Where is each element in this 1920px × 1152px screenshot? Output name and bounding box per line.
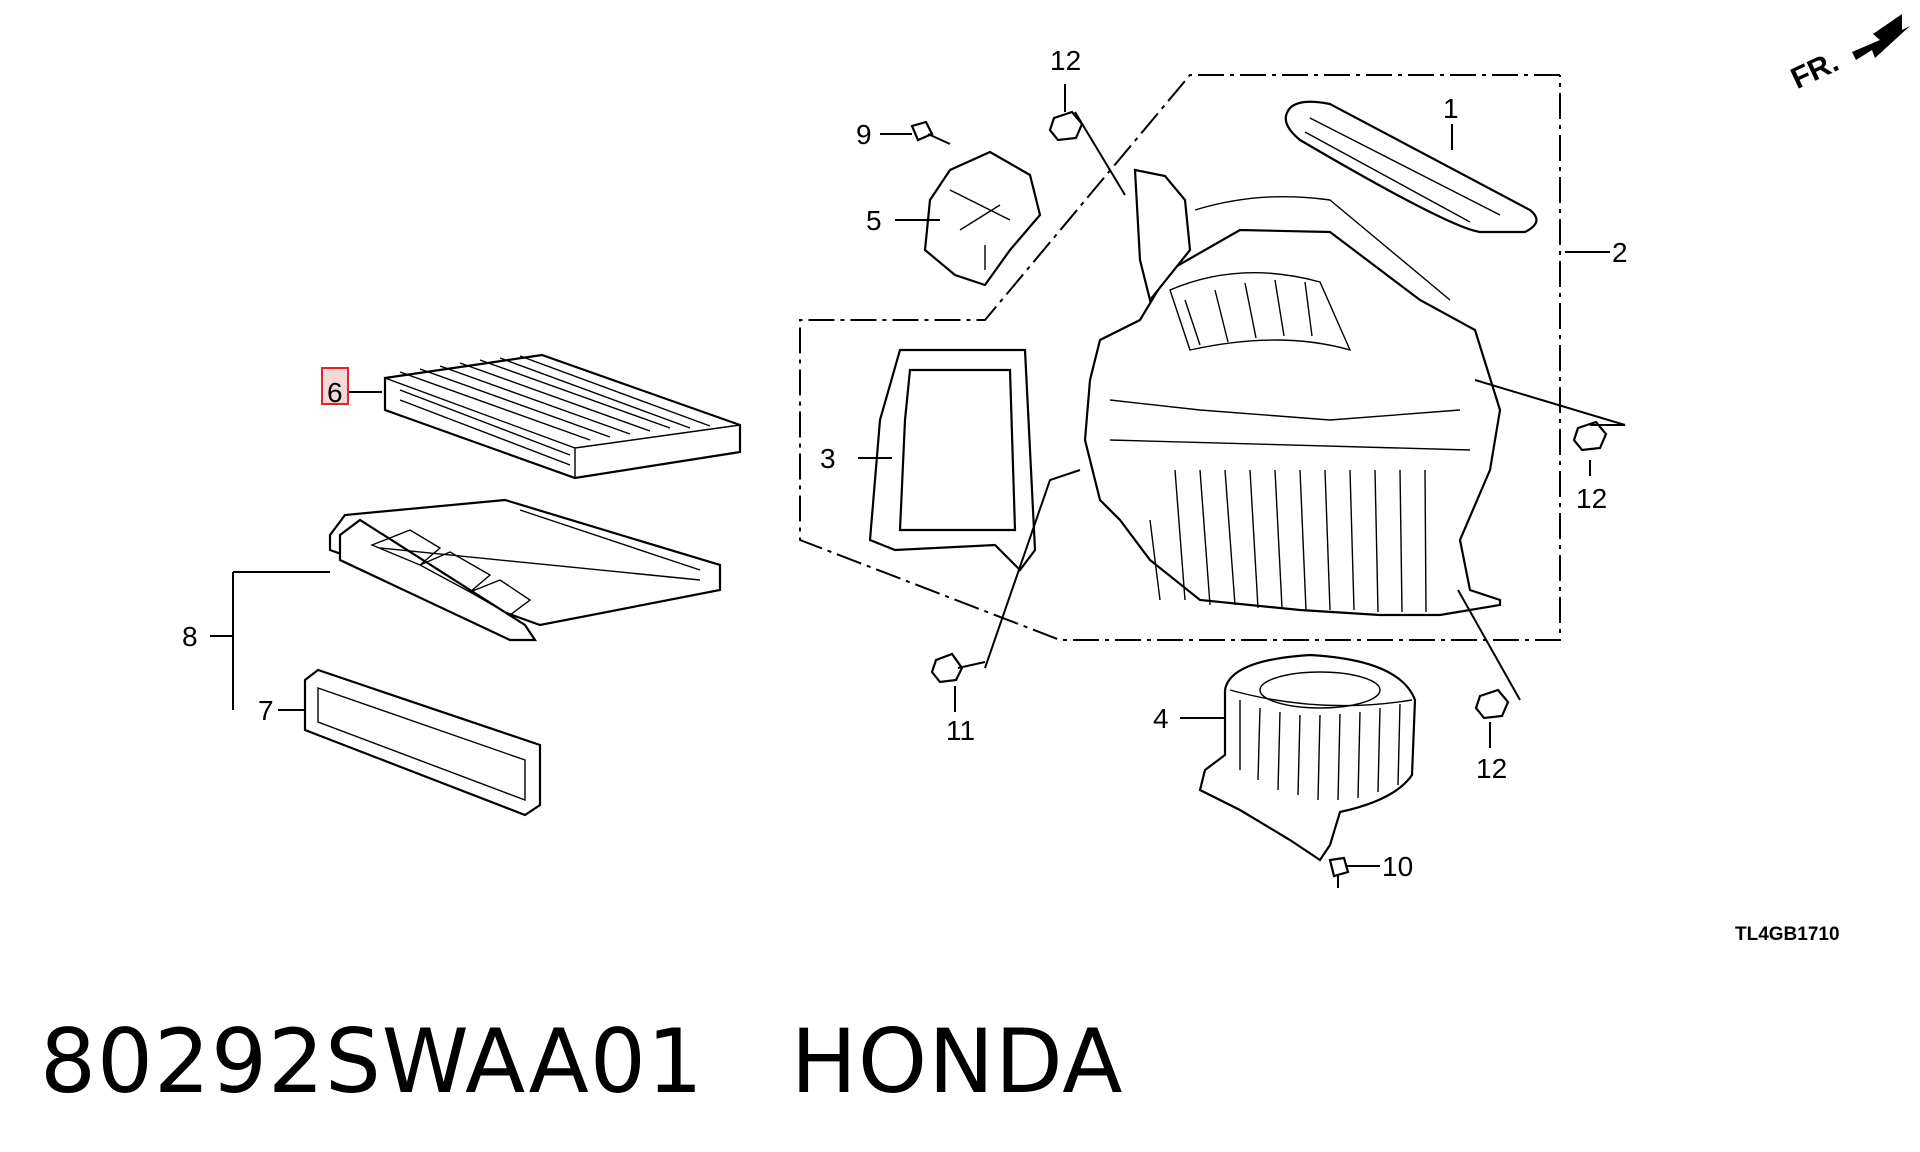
callout-3: 3 — [820, 443, 836, 474]
callout-9: 9 — [856, 119, 872, 150]
callout-4: 4 — [1153, 703, 1169, 734]
caption-spacer — [704, 1010, 791, 1113]
callout-5: 5 — [866, 205, 882, 236]
callout-12-mid: 12 — [1476, 753, 1507, 784]
front-direction-indicator: FR. — [1786, 14, 1910, 96]
part-7-seal — [303, 668, 542, 817]
callout-6: 6 — [327, 377, 343, 408]
nut-12-bottom-icon — [1474, 688, 1510, 720]
assembly-boundary — [799, 74, 1561, 641]
front-arrow-icon — [1852, 14, 1910, 60]
front-direction-label: FR. — [1786, 45, 1844, 95]
callout-2: 2 — [1612, 237, 1628, 268]
diagram-code: TL4GB1710 — [1735, 924, 1840, 945]
part-8-filter-case — [328, 498, 722, 642]
part-5-actuator — [923, 150, 1042, 287]
screw-10-icon — [1328, 856, 1350, 888]
highlight-box — [321, 367, 349, 405]
callout-8: 8 — [182, 621, 198, 652]
bolt-11-icon — [930, 652, 986, 684]
part-3-gasket — [868, 348, 1037, 572]
callout-1: 1 — [1443, 93, 1459, 124]
part-1-seal — [1284, 100, 1538, 234]
callout-12-right: 12 — [1576, 483, 1607, 514]
callout-12-top: 12 — [1050, 45, 1081, 76]
footer-caption: 80292SWAA01 HONDA — [40, 1010, 1123, 1113]
callout-7: 7 — [258, 695, 274, 726]
part-number: 80292SWAA01 — [40, 1010, 704, 1113]
callout-labels: 1 2 3 4 5 6 7 8 9 10 11 12 12 12 12 — [182, 45, 1628, 882]
leader-lines — [210, 84, 1626, 867]
callout-11: 11 — [946, 715, 975, 746]
screw-9-icon — [910, 120, 951, 145]
part-4-blower-motor — [1198, 653, 1417, 862]
nut-12-right-icon — [1572, 420, 1608, 452]
part-6-cabin-filter — [383, 353, 742, 480]
nut-12-top-icon — [1048, 110, 1084, 142]
fasteners — [910, 110, 1608, 888]
blower-housing — [1083, 168, 1502, 617]
brand-name: HONDA — [790, 1010, 1124, 1113]
callout-10: 10 — [1382, 851, 1413, 882]
